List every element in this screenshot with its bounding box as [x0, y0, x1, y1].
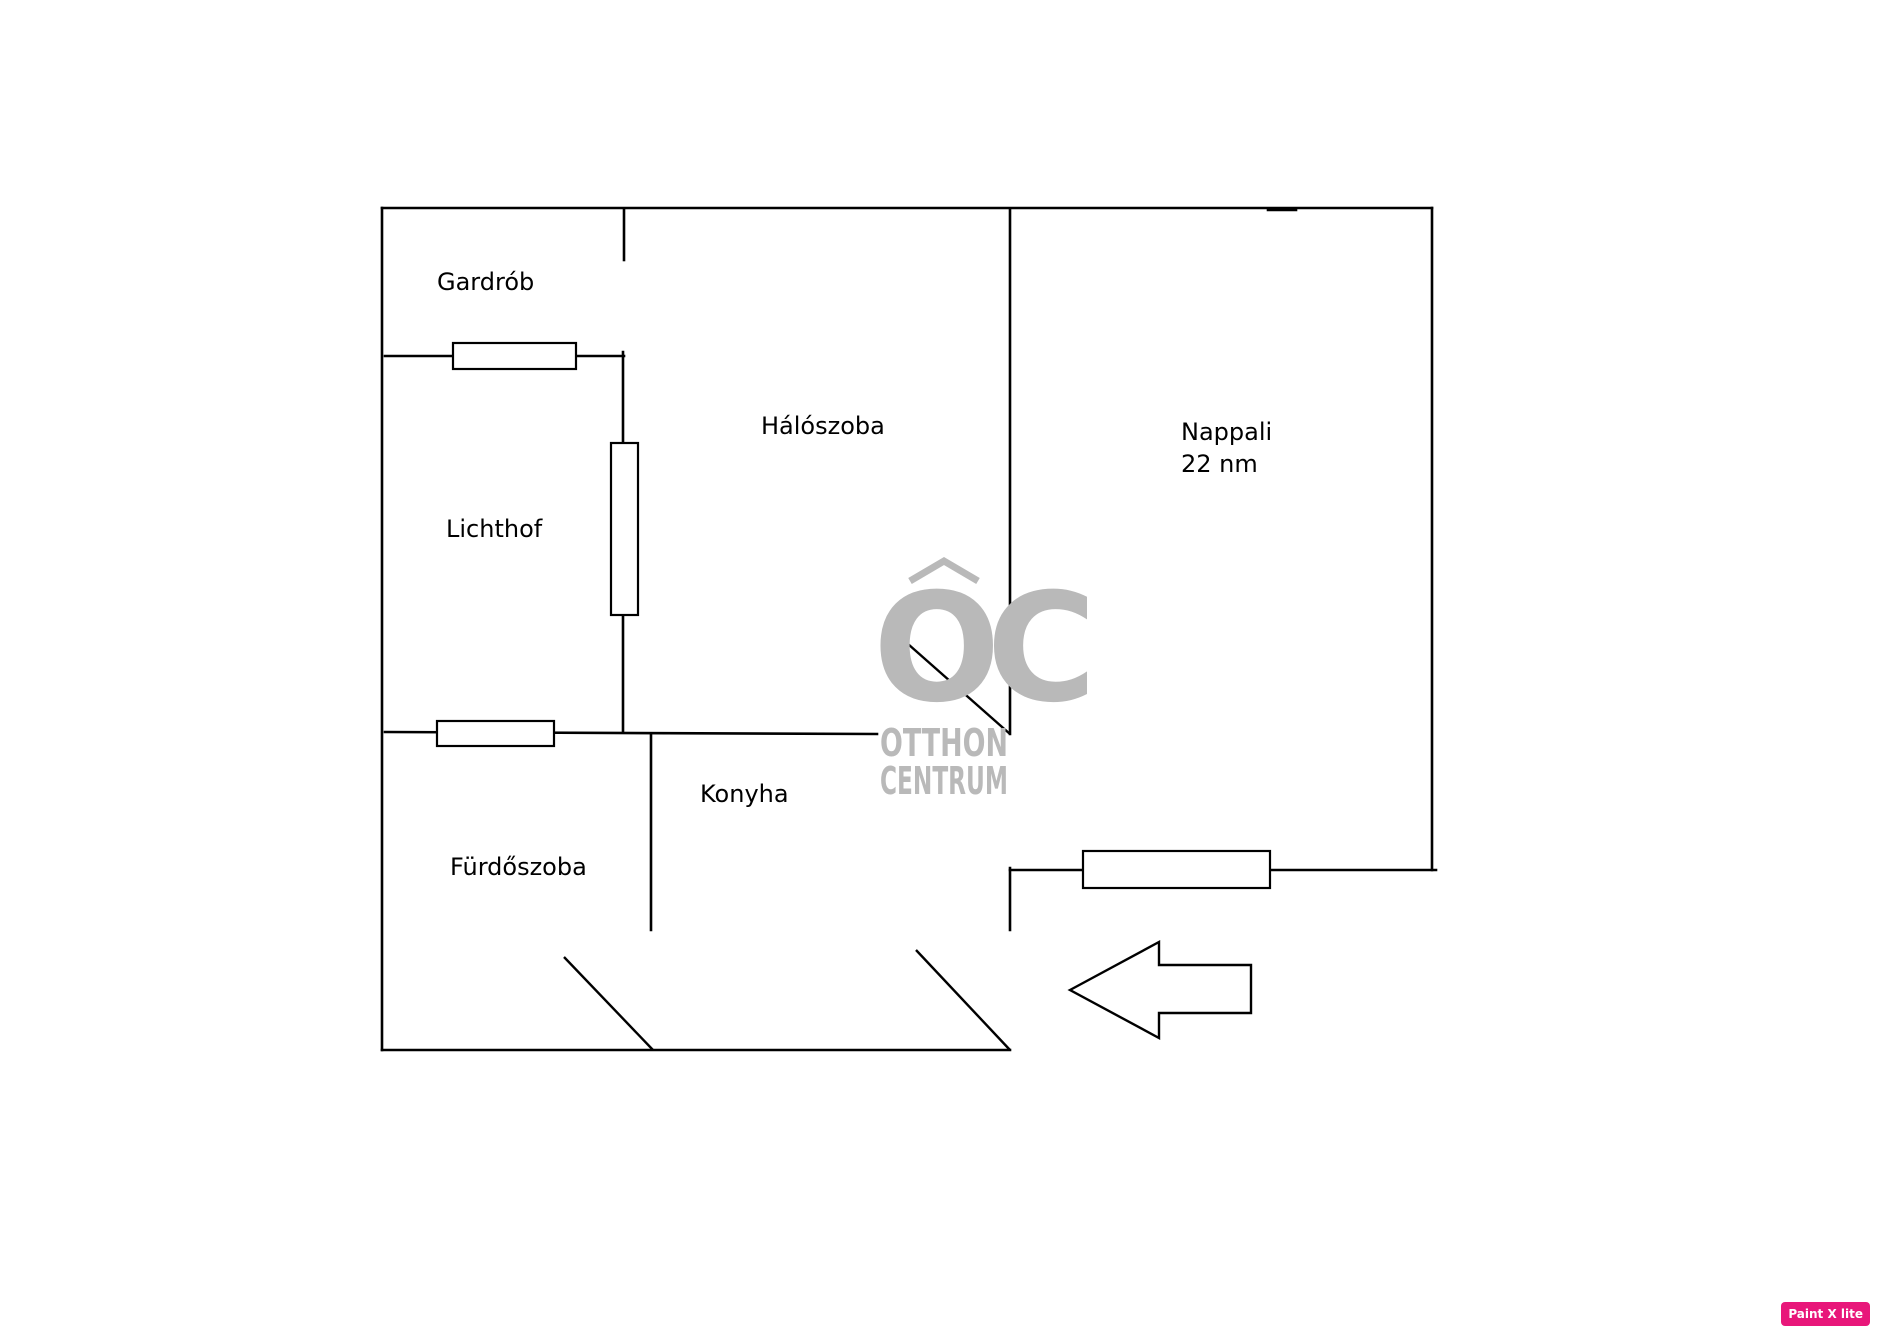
label-living-room: Nappali: [1181, 418, 1272, 446]
room-labels: Gardrób Hálószoba Nappali 22 nm Lichthof…: [437, 268, 1272, 881]
window-bathroom: [435, 719, 556, 748]
label-bathroom: Fürdőszoba: [450, 853, 587, 881]
logo-roof-icon: [908, 556, 980, 585]
label-kitchen: Konyha: [700, 780, 789, 808]
label-wardrobe: Gardrób: [437, 268, 534, 296]
windows: [435, 341, 1272, 890]
watermark-line-1: OTTHON: [880, 721, 1008, 765]
otthon-centrum-logo-icon: OC OTTHON CENTRUM: [873, 556, 1102, 803]
door-bathroom: [563, 956, 654, 1051]
watermark-logo-letters: OC: [873, 562, 1088, 736]
window-living-room: [1081, 849, 1272, 890]
door-entrance: [915, 949, 1011, 1051]
watermark-line-2: CENTRUM: [880, 759, 1008, 803]
label-living-room-area: 22 nm: [1181, 450, 1258, 478]
label-light-well: Lichthof: [446, 515, 543, 543]
entrance-arrow-icon: [1067, 939, 1253, 1041]
doors: [563, 643, 1011, 1051]
label-bedroom: Hálószoba: [761, 412, 885, 440]
window-lighthof: [609, 441, 640, 617]
window-wardrobe: [451, 341, 578, 371]
door-living-room: [907, 643, 1011, 735]
paint-x-lite-badge: Paint X lite: [1781, 1302, 1870, 1326]
